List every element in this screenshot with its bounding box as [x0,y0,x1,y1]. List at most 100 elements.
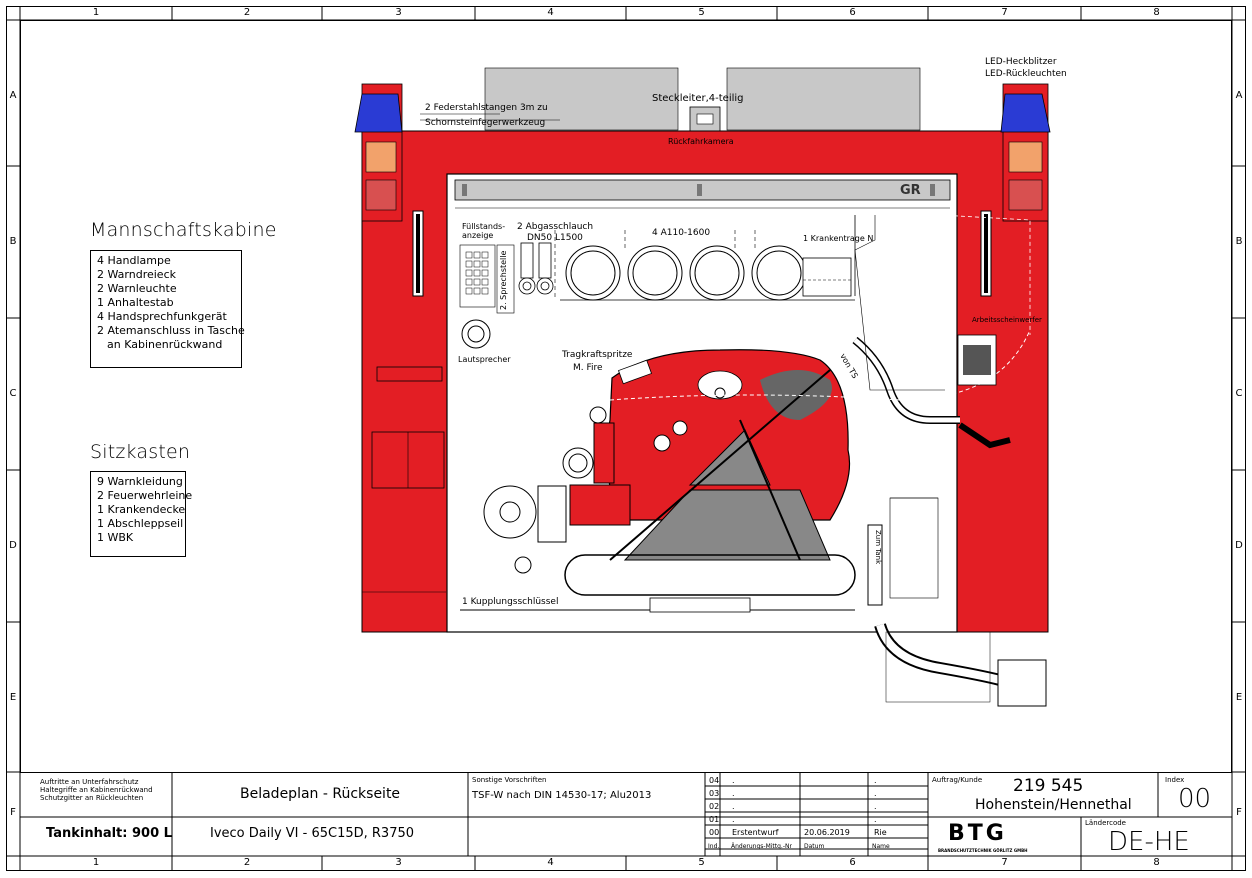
note-line-3: Schutzgitter an Rückleuchten [40,794,144,802]
list-item: 1 Krankendecke [97,503,186,516]
revision-text: . [732,815,735,824]
grid-col-label: 4 [547,7,554,18]
list-item: 1 Abschleppseil [97,517,184,530]
label-federstahl: 2 Federstahlstangen 3m zu [425,103,548,113]
grid-col-label: 6 [849,857,856,868]
revision-header-idx: Ind. [708,843,720,850]
grid-row-label: A [1235,90,1243,101]
heading-sitzkasten: Sitzkasten [90,441,191,463]
heading-mannschaftskabine: Mannschaftskabine [90,219,277,241]
laendercode: DE-HE [1108,827,1190,857]
grid-row-label: B [1235,236,1243,247]
grid-col-label: 5 [698,7,705,18]
label-abgasschlauch: 2 Abgasschlauch [517,222,594,232]
grid-col-label: 6 [849,7,856,18]
revision-name: . [874,802,877,811]
grid-col-label: 3 [395,857,402,868]
btg-logo-sub: BRANDSCHUTZTECHNIK GÖRLITZ GMBH [938,848,1028,853]
revision-idx: 00 [709,828,720,837]
label-abgasschlauch-2: DN50 L1500 [527,233,583,243]
revision-idx: 04 [709,776,720,785]
list-item: 2 Atemanschluss in Tasche [97,324,245,337]
grid-row-label: C [1235,388,1243,399]
sonstige-label: Sonstige Vorschriften [472,776,547,784]
grid-col-label: 8 [1153,7,1160,18]
note-line-2: Haltegriffe an Kabinenrückwand [40,786,153,794]
grid-col-label: 4 [547,857,554,868]
label-rueckfahrkamera: Rückfahrkamera [668,137,734,146]
list-item: 4 Handsprechfunkgerät [97,310,227,323]
revision-name: Rie [874,828,887,837]
label-lautsprecher: Lautsprecher [458,355,511,364]
auftrag-label: Auftrag/Kunde [932,776,983,784]
index-value: 00 [1178,784,1212,814]
revision-text: . [732,802,735,811]
label-fuellstand: Füllstands- [462,222,506,231]
list-item: 2 Feuerwehrleine [97,489,193,502]
list-item: 9 Warnkleidung [97,475,183,488]
grid-row-label: C [9,388,17,399]
label-fuellstand-2: anzeige [462,231,494,240]
grid-col-label: 7 [1001,7,1008,18]
grid-col-label: 3 [395,7,402,18]
list-item: 1 Anhaltestab [97,296,174,309]
list-item: 4 Handlampe [97,254,171,267]
kunde: Hohenstein/Hennethal [975,797,1132,813]
ladder-right [726,67,921,131]
grid-row-label: D [9,540,17,551]
coupling [997,659,1047,707]
grid-col-label: 1 [92,7,100,18]
note-line-1: Auftritte an Unterfahrschutz [40,778,139,786]
label-gr: GR [900,183,921,198]
revision-idx: 01 [709,815,720,824]
label-federstahl-2: Schornsteinfegerwerkzeug [425,118,546,128]
revision-text: Erstentwurf [732,828,779,837]
revision-date: 20.06.2019 [804,828,850,837]
beladeplan-title: Beladeplan - Rückseite [240,786,401,802]
grid-row-label: F [10,807,16,818]
revision-text: . [732,776,735,785]
grid-row-label: D [1235,540,1243,551]
label-tragkraftspritze-2: M. Fire [573,363,603,373]
sonstige-vorschriften: TSF-W nach DIN 14530-17; Alu2013 [472,790,652,801]
revision-text: . [732,789,735,798]
revision-header-name: Name [872,843,890,850]
label-steckleiter: Steckleiter,4-teilig [652,93,744,104]
list-item: 2 Warndreieck [97,268,176,281]
laendercode-label: Ländercode [1085,819,1126,827]
revision-header-date: Datum [804,843,825,850]
grid-row-label: A [9,90,17,101]
roller-shutter [454,179,951,201]
grid-row-label: E [9,692,17,703]
tankinhalt: Tankinhalt: 900 L [46,826,172,841]
revision-idx: 03 [709,789,720,798]
grid-col-label: 7 [1001,857,1008,868]
revision-name: . [874,776,877,785]
grid-row-label: E [1235,692,1243,703]
list-item: 1 WBK [97,531,134,544]
label-a110: 4 A110-1600 [652,228,711,238]
btg-logo: BTG [948,821,1007,846]
ladder-left [484,67,679,131]
grid-col-label: 2 [243,857,251,868]
label-led-heckblitzer: LED-Heckblitzer [985,57,1057,67]
revision-name: . [874,789,877,798]
label-led-rueckleuchten: LED-Rückleuchten [985,69,1067,79]
label-krankentrage: 1 Krankentrage N [803,234,874,243]
label-tragkraftspritze: Tragkraftspritze [562,350,633,360]
revision-name: . [874,815,877,824]
index-label: Index [1165,776,1185,784]
flasher-right [1000,93,1051,133]
grid-row-label: F [1236,807,1242,818]
grid-col-label: 1 [92,857,100,868]
grid-row-label: B [9,236,17,247]
flasher-left [354,93,403,133]
grid-col-label: 5 [698,857,705,868]
revision-header-text: Änderungs-Mittg.-Nr [731,843,792,850]
stretcher [802,257,852,297]
list-item: 2 Warnleuchte [97,282,177,295]
